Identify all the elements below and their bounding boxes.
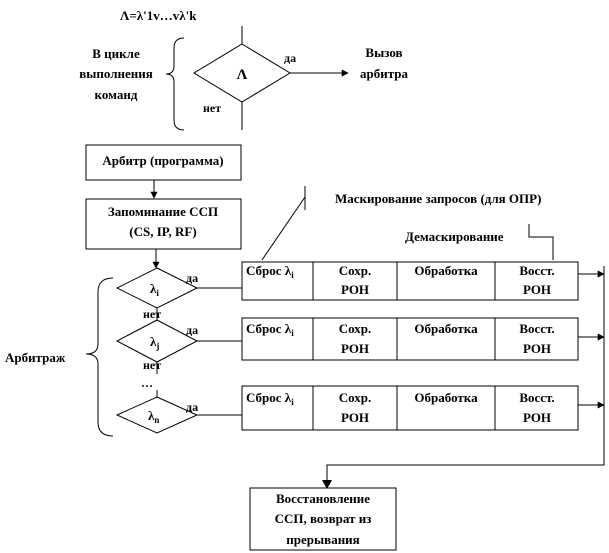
process-1: Обработка	[414, 263, 478, 278]
save-ron-3b: РОН	[341, 410, 369, 425]
svg-text:ССП, возврат из: ССП, возврат из	[275, 511, 372, 526]
restore-ron-3a: Восст.	[519, 390, 554, 405]
save-ron-1a: Сохр.	[339, 263, 372, 278]
cycle-label: В цикле выполнения команд	[79, 46, 153, 102]
save-ron-3a: Сохр.	[339, 390, 372, 405]
masking-leader	[261, 196, 306, 261]
diamond-lj-yes: да	[186, 323, 198, 337]
top-diamond-label: Λ	[237, 67, 248, 83]
handler-row-2: Сброс λi Сохр. РОН Обработка Восст. РОН	[241, 317, 579, 361]
formula-text: Λ=λ'1v…vλ'k	[120, 8, 197, 23]
unmasking-label: Демаскирование	[405, 229, 504, 244]
restore-ron-3b: РОН	[523, 410, 551, 425]
svg-text:Восстановление: Восстановление	[276, 491, 370, 506]
svg-text:В цикле: В цикле	[92, 46, 140, 61]
process-2: Обработка	[414, 321, 478, 336]
restore-ron-2a: Восст.	[519, 321, 554, 336]
diamond-li-yes: да	[186, 271, 198, 285]
svg-text:(CS, IP, RF): (CS, IP, RF)	[129, 224, 196, 239]
diamond-ln-label: λn	[148, 408, 159, 425]
save-state-label: Запоминание ССП (CS, IP, RF)	[108, 204, 218, 239]
top-decision-diamond	[193, 43, 291, 103]
top-diamond-yes: да	[284, 51, 296, 65]
arbitration-label: Арбитраж	[5, 350, 66, 365]
process-3: Обработка	[414, 390, 478, 405]
save-ron-2a: Сохр.	[339, 321, 372, 336]
diamond-li-no: нет	[143, 307, 161, 321]
restore-ron-2b: РОН	[523, 341, 551, 356]
svg-text:прерывания: прерывания	[286, 532, 359, 547]
unmasking-bracket	[528, 224, 554, 260]
svg-text:выполнения: выполнения	[79, 66, 153, 81]
arbitration-ellipsis: …	[141, 376, 153, 390]
handler-row-1: Сброс λi Сохр. РОН Обработка Восст. РОН	[241, 261, 579, 301]
diamond-ln-yes: да	[186, 400, 198, 414]
arbiter-program-box	[85, 144, 242, 181]
restore-state-label: Восстановление ССП, возврат из прерывани…	[275, 491, 372, 547]
restore-state-box	[249, 487, 397, 551]
diamond-lj-no: нет	[143, 358, 161, 372]
return-arrowhead	[322, 480, 332, 489]
return-collector-line	[326, 266, 605, 487]
save-ron-2b: РОН	[341, 341, 369, 356]
restore-ron-1b: РОН	[523, 282, 551, 297]
reset-lj-2: Сброс λi	[246, 321, 294, 338]
arbiter-program-label: Арбитр (программа)	[102, 153, 223, 168]
top-diamond-no: нет	[203, 101, 221, 115]
arbitration-brace	[85, 277, 114, 437]
masking-label: Маскирование запросов (для ОПР)	[335, 191, 541, 206]
save-ron-1b: РОН	[341, 282, 369, 297]
handler-row-3: Сброс λi Сохр. РОН Обработка Восст. РОН	[241, 385, 579, 431]
svg-text:Вызов: Вызов	[365, 45, 402, 60]
svg-text:Запоминание ССП: Запоминание ССП	[108, 204, 218, 219]
reset-li-1: Сброс λi	[246, 263, 294, 280]
svg-text:арбитра: арбитра	[360, 66, 408, 81]
cycle-brace	[165, 37, 185, 131]
diamond-li-label: λi	[150, 281, 159, 298]
diamond-ln	[115, 396, 199, 434]
restore-ron-1a: Восст.	[519, 263, 554, 278]
reset-ln-3: Сброс λi	[246, 390, 294, 407]
arbiter-call-text: Вызов арбитра	[360, 45, 408, 81]
save-state-box	[85, 198, 242, 250]
diamond-lj-label: λj	[150, 334, 159, 351]
svg-text:команд: команд	[95, 87, 138, 102]
